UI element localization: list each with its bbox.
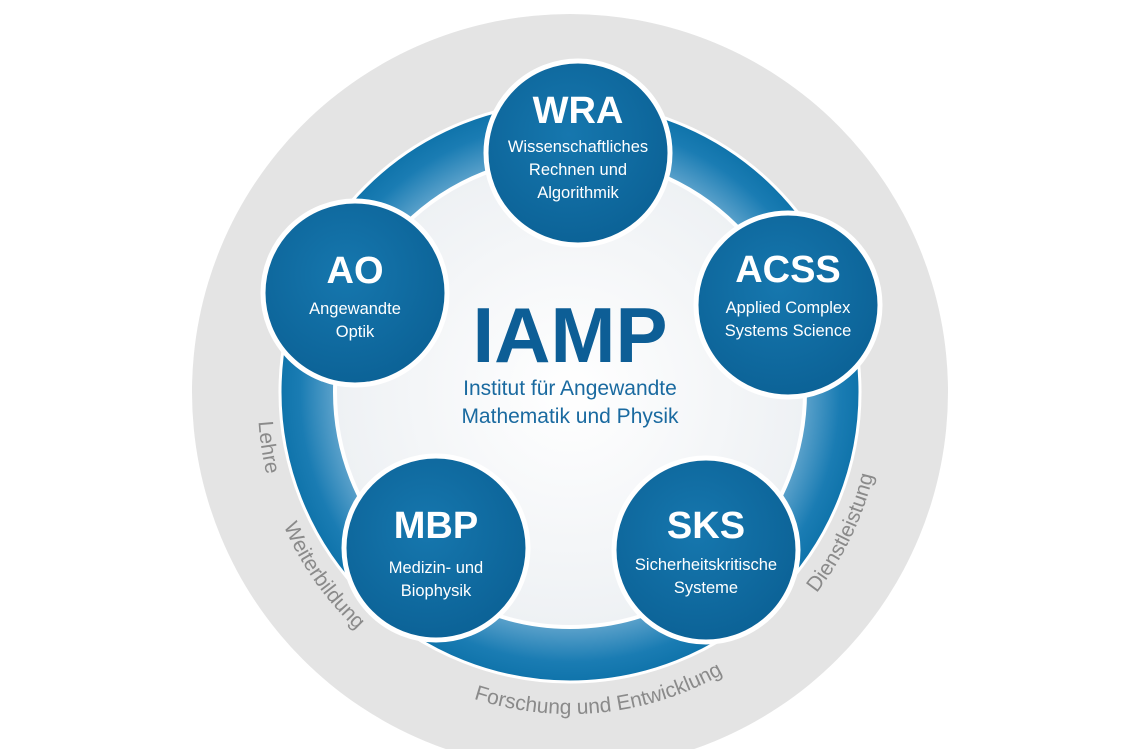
- node-wra-line1: Wissenschaftliches: [508, 138, 648, 156]
- node-wra-line2: Rechnen und: [529, 161, 627, 179]
- node-wra-line3: Algorithmik: [537, 184, 619, 202]
- node-acss-line2: Systems Science: [725, 322, 852, 340]
- node-sks: SKS Sicherheitskritische Systeme: [611, 455, 801, 645]
- node-ao: AO Angewandte Optik: [260, 198, 450, 388]
- node-mbp-line2: Biophysik: [401, 582, 472, 600]
- node-mbp: MBP Medizin- und Biophysik: [341, 453, 531, 643]
- node-acss: ACSS Applied Complex Systems Science: [693, 210, 883, 400]
- center-subtitle-line2: Mathematik und Physik: [461, 405, 679, 428]
- node-acss-abbr: ACSS: [735, 249, 841, 291]
- node-wra: WRA Wissenschaftliches Rechnen und Algor…: [483, 58, 673, 248]
- node-acss-line1: Applied Complex: [726, 299, 851, 317]
- node-ao-abbr: AO: [327, 250, 384, 292]
- node-sks-abbr: SKS: [667, 505, 745, 547]
- node-sks-line2: Systeme: [674, 579, 738, 597]
- node-mbp-abbr: MBP: [394, 505, 478, 547]
- center-subtitle-line1: Institut für Angewandte: [463, 377, 677, 400]
- node-sks-line1: Sicherheitskritische: [635, 556, 777, 574]
- node-wra-abbr: WRA: [533, 90, 624, 132]
- node-ao-line1: Angewandte: [309, 300, 401, 318]
- node-mbp-line1: Medizin- und: [389, 559, 483, 577]
- node-ao-line2: Optik: [336, 323, 375, 341]
- center-title: IAMP: [473, 291, 668, 379]
